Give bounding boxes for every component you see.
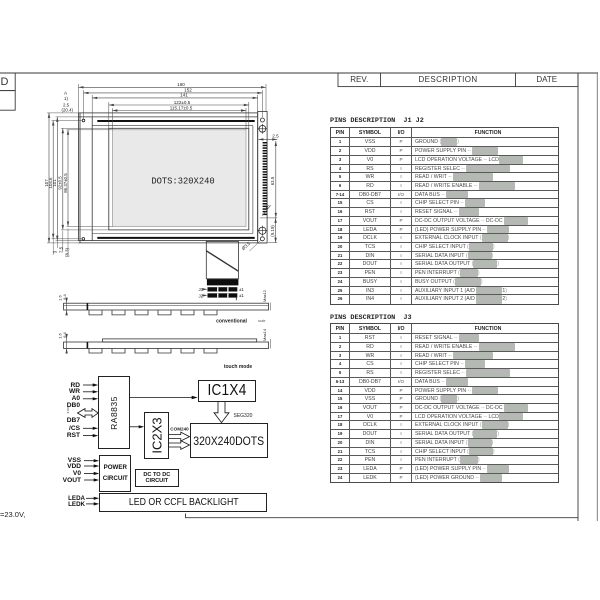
svg-text:A: A: [64, 91, 68, 96]
svg-text:Max14: Max14: [262, 328, 267, 341]
svg-text:touch mode: touch mode: [224, 364, 253, 370]
svg-text:7.5: 7.5: [59, 246, 64, 253]
svg-text:(8.3): (8.3): [65, 247, 70, 257]
svg-text:J2: J2: [199, 293, 204, 298]
svg-text:6.4: 6.4: [62, 293, 67, 299]
svg-text:Ø3.5: Ø3.5: [241, 240, 252, 251]
svg-text:160: 160: [177, 82, 185, 87]
svg-text:152: 152: [184, 88, 192, 93]
svg-text:Max12: Max12: [262, 289, 267, 302]
svg-text:115.17±0.5: 115.17±0.5: [170, 105, 193, 110]
svg-text:(9.19): (9.19): [270, 225, 275, 237]
svg-text:2.5: 2.5: [63, 102, 70, 107]
svg-text:6.4: 6.4: [62, 331, 67, 337]
svg-text:86.37±0.5: 86.37±0.5: [63, 173, 68, 193]
svg-text:141: 141: [180, 93, 188, 98]
svg-text:(20.4): (20.4): [62, 108, 74, 113]
svg-text:±1: ±1: [239, 293, 244, 298]
svg-text:SEG320: SEG320: [234, 413, 253, 419]
svg-text:J3: J3: [199, 287, 204, 292]
svg-text:COM240: COM240: [170, 427, 189, 432]
svg-text:1.6: 1.6: [58, 294, 63, 300]
svg-text:122±0.5: 122±0.5: [174, 100, 191, 105]
svg-text:104.6: 104.6: [48, 177, 53, 189]
svg-text:1): 1): [64, 96, 68, 101]
svg-text:92±0.5: 92±0.5: [58, 176, 63, 190]
svg-text:3: 3: [53, 250, 58, 253]
svg-text:45: 45: [264, 203, 271, 210]
svg-text:107: 107: [44, 179, 49, 187]
svg-text:2.5: 2.5: [272, 134, 279, 139]
svg-text:conventional: conventional: [216, 318, 247, 324]
svg-text:±1: ±1: [239, 287, 244, 292]
svg-text:1.6: 1.6: [58, 332, 63, 338]
svg-text:scale: scale: [258, 319, 266, 323]
svg-text:DOTS:320X240: DOTS:320X240: [151, 177, 214, 187]
svg-text:63.5: 63.5: [270, 176, 275, 185]
svg-text:101: 101: [52, 179, 57, 187]
